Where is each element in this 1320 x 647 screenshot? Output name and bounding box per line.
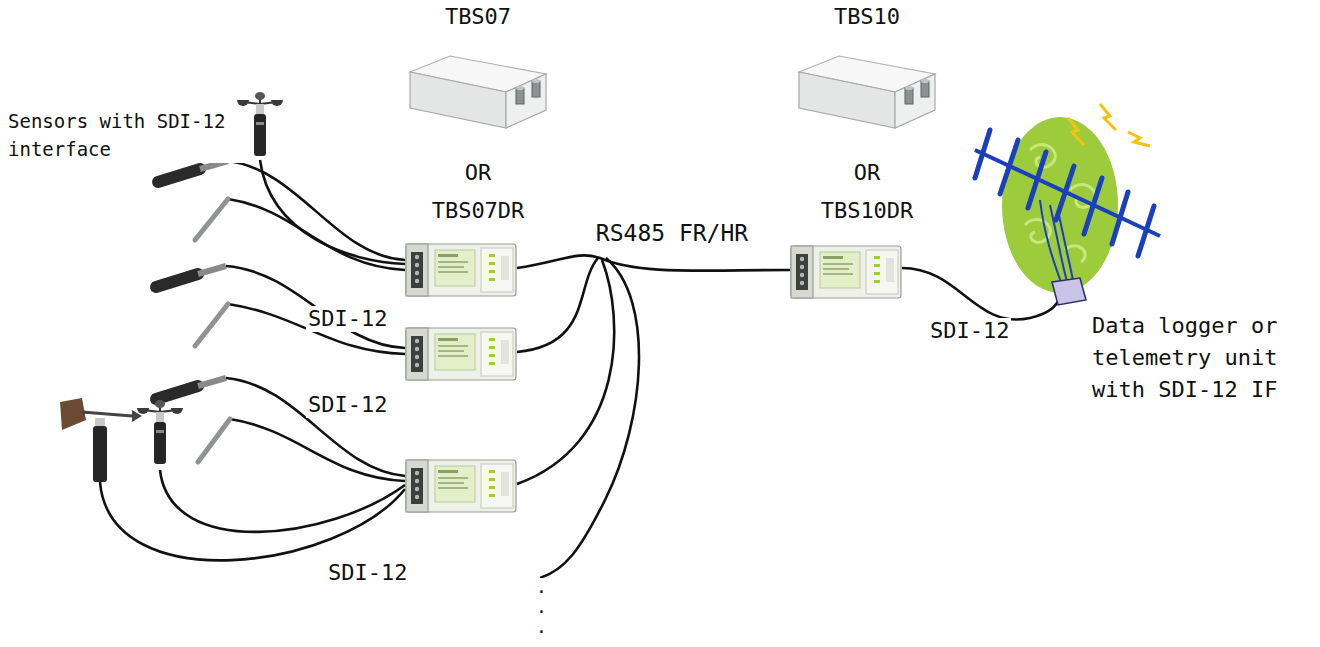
ellipsis-dot: . (534, 598, 549, 616)
interface-label: SDI-12 (928, 318, 1011, 344)
enclosure-photo (410, 56, 546, 128)
din-module (406, 460, 516, 512)
logger-illustration (975, 104, 1160, 305)
alternative-word: OR (463, 160, 494, 186)
temperature-probe (195, 199, 228, 240)
temperature-probe (198, 419, 230, 462)
bus-label: RS485 FR/HR (594, 220, 750, 248)
enclosure-photo (799, 56, 935, 128)
wind-vane (60, 398, 142, 482)
alternative-word: OR (852, 160, 883, 186)
anemometer (137, 400, 183, 464)
model-name: TBS07 (443, 4, 513, 30)
model-name: TBS10DR (819, 198, 916, 224)
interface-label: SDI-12 (326, 560, 409, 586)
sensor-cables (100, 160, 405, 560)
interface-label: SDI-12 (306, 392, 389, 418)
sensor-note: Sensors with SDI-12 interface (6, 108, 245, 163)
ellipsis-dot: . (534, 618, 549, 636)
din-module (406, 244, 516, 296)
humidity-probe (156, 378, 226, 399)
humidity-probe (158, 161, 228, 182)
temperature-probe (195, 304, 228, 346)
din-module (791, 246, 901, 298)
interface-label: SDI-12 (306, 306, 389, 332)
model-name: TBS07DR (430, 198, 527, 224)
rs485-cables (517, 255, 1062, 578)
humidity-probe (156, 266, 226, 287)
logger-note: Data logger or telemetry unit with SDI-1… (1090, 310, 1316, 406)
din-module (406, 328, 516, 380)
model-name: TBS10 (832, 4, 902, 30)
ellipsis-dot: . (534, 578, 549, 596)
